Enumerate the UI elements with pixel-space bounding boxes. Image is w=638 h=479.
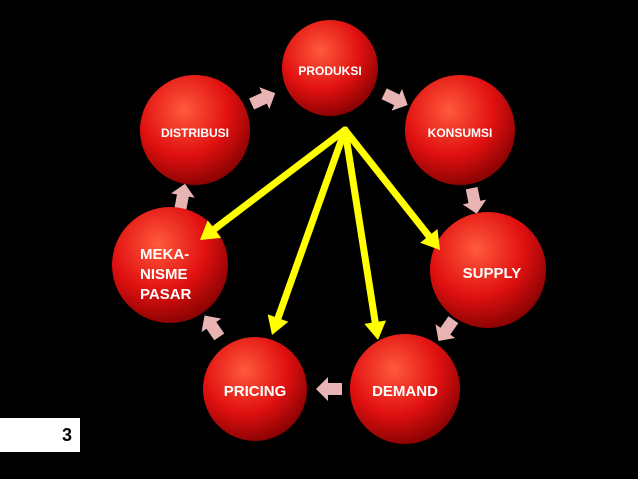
cycle-arrow-supply-demand <box>435 316 459 341</box>
node-label-pricing: PRICING <box>224 383 287 400</box>
node-pricing: PRICING <box>203 337 307 441</box>
node-label-produksi: PRODUKSI <box>298 64 361 78</box>
node-layer: PRODUKSI KONSUMSI SUPPLY DEMAND PRICING … <box>112 20 546 444</box>
node-label-konsumsi: KONSUMSI <box>428 126 493 140</box>
highlight-arrow-produksi-demand <box>341 126 387 340</box>
node-label-supply: SUPPLY <box>463 265 522 282</box>
cycle-arrow-pricing-mekanisme <box>201 315 225 341</box>
cycle-arrows <box>171 87 487 401</box>
highlight-arrow-produksi-mekanisme <box>200 126 349 240</box>
page-number: 3 <box>0 418 80 452</box>
node-label-mekanisme-line-2: NISME <box>140 266 188 283</box>
cycle-arrow-mekanisme-distribusi <box>171 183 195 211</box>
cycle-arrow-distribusi-produksi <box>249 87 276 110</box>
node-supply: SUPPLY <box>430 212 546 328</box>
node-demand: DEMAND <box>350 334 460 444</box>
highlight-arrows <box>200 126 440 340</box>
cycle-arrow-produksi-konsumsi <box>381 88 408 111</box>
node-label-mekanisme-line-3: PASAR <box>140 286 192 303</box>
node-mekanisme-pasar: MEKA- NISME PASAR <box>112 207 228 323</box>
highlight-arrow-produksi-supply <box>341 126 440 250</box>
node-distribusi: DISTRIBUSI <box>140 75 250 185</box>
node-label-demand: DEMAND <box>372 383 438 400</box>
node-konsumsi: KONSUMSI <box>405 75 515 185</box>
node-label-mekanisme-line-1: MEKA- <box>140 246 189 263</box>
cycle-arrow-demand-pricing <box>316 377 342 401</box>
highlight-arrow-produksi-pricing <box>267 126 349 335</box>
node-produksi: PRODUKSI <box>282 20 378 116</box>
cycle-arrow-konsumsi-supply <box>462 187 487 214</box>
node-label-distribusi: DISTRIBUSI <box>161 126 229 140</box>
